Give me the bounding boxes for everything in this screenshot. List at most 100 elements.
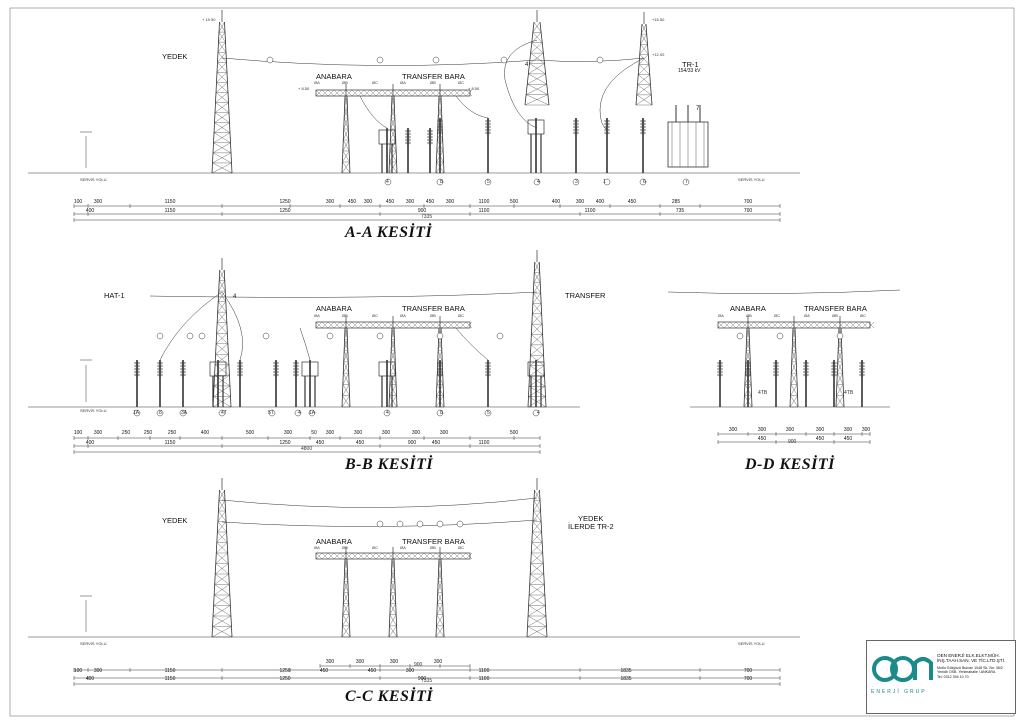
bb-drop-1 (455, 327, 489, 361)
aa-eq2-0-shed-2 (437, 125, 443, 129)
dd-eq-1-shed-1 (745, 364, 751, 368)
aa-gantry-leg-1 (388, 95, 398, 174)
bb-dim2-3: 450 (315, 440, 325, 446)
bb-eq-5-shed-1 (273, 364, 279, 368)
aa-eq2-1-shed-0 (485, 119, 491, 123)
aa-eq2-0-shed-3 (437, 128, 443, 132)
dd-dim1-0: 300 (728, 427, 738, 433)
bb-eq-0-shed-2 (134, 367, 140, 371)
bb-anabara-label: ANABARA (316, 304, 352, 313)
bb-jumper-1 (159, 291, 223, 361)
address-line-1: Mutlu Gökyüzü Bulvarı 1048 Sk. No: 36/2 (937, 665, 1003, 670)
aa-eq2-3-shed-0 (573, 119, 579, 123)
company-line-2: İNŞ.TAAH.SAN. VE TİC.LTD.ŞTİ. (937, 658, 1006, 664)
bb-eq-6-shed-0 (293, 361, 299, 365)
aa-wire-tag-4 (596, 56, 604, 64)
cc-phase-c1: ØC (372, 545, 378, 550)
bb-dim1-5: 400 (200, 430, 210, 436)
bb-eq-3-body (209, 361, 227, 377)
bb-dim1-9: 300 (325, 430, 335, 436)
bb-eq-5-shed-3 (273, 370, 279, 374)
bb-wire-tag-7 (496, 332, 504, 340)
bb-eq-9-shed-0 (437, 361, 443, 365)
dd-eq-1-shed-2 (745, 367, 751, 371)
bb-dim1-7: 300 (283, 430, 293, 436)
dd-eq-2-shed-3 (773, 370, 779, 374)
aa-gantry-leg-2 (435, 95, 445, 174)
dd-dim2-1: 450 (815, 436, 825, 442)
bb-eq-1-shed-0 (157, 361, 163, 365)
cc-dim2-2: 1250 (279, 676, 291, 682)
bb-dim2-4: 450 (355, 440, 365, 446)
cc-dims-mid: 900 (414, 662, 423, 668)
aa-anabara-label: ANABARA (316, 72, 352, 81)
cc-conductor-2 (221, 497, 538, 508)
bb-eq-2-shed-1 (180, 364, 186, 368)
dd-eq-2-shed-1 (773, 364, 779, 368)
bb-dim1-10: 300 (353, 430, 363, 436)
aa-equip-7: 6 (643, 179, 646, 185)
aa-yedek-label: YEDEK (162, 52, 188, 61)
aa-drop-2 (455, 95, 489, 119)
aa-eq2-0-shed-1 (437, 122, 443, 126)
aa-eq2-4-shed-1 (604, 122, 610, 126)
cc-dim2-0: 400 (85, 676, 95, 682)
dd-eq-0-shed-3 (717, 370, 723, 374)
cc-ilerde-label: İLERDE TR-2 (568, 522, 614, 531)
bb-equip-9: 8 (440, 410, 443, 416)
aa-equip-6: 1 (603, 179, 606, 185)
aa-eq2-4-shed-2 (604, 125, 610, 129)
cc-dim2-1: 1150 (164, 676, 176, 682)
bb-hat1-label: HAT-1 (104, 291, 125, 300)
aa-eq2-5-shed-3 (640, 128, 646, 132)
dd-eq-3-shed-1 (803, 364, 809, 368)
cc-phase-b2: ØB (430, 545, 436, 550)
aa-dim2-7: 700 (743, 208, 753, 214)
cc-wire-tag-3 (436, 520, 444, 528)
aa-equip-3: 5 (487, 179, 490, 185)
address-line-3: Tel: 0312 394 10 70 (937, 674, 969, 679)
aa-dim2-5: 1100 (584, 208, 596, 214)
bb-conductor-1 (149, 291, 538, 298)
aa-jumper-1 (504, 39, 538, 129)
dd-equip-1: 4TB (758, 390, 768, 396)
bb-dim2-1: 1150 (164, 440, 176, 446)
aa-eq-1-shed-1 (405, 132, 411, 136)
aa-phase-a1: ØA (314, 80, 320, 85)
bb-phase-c1: ØC (372, 313, 378, 318)
bb-eq-10-shed-0 (485, 361, 491, 365)
bb-equip-circle-4 (268, 409, 276, 417)
bb-equip-5: 5T (268, 410, 274, 416)
aa-equip-1: 4 (386, 179, 389, 185)
bb-eq-5-shed-2 (273, 367, 279, 371)
bb-equip-circle-6 (308, 409, 316, 417)
dd-eq-4-shed-3 (831, 370, 837, 374)
cc-dimtop-1: 300 (355, 659, 365, 665)
aa-tower-left (211, 21, 233, 174)
bb-wire-tag-6 (436, 332, 444, 340)
aa-dim1-16: 450 (627, 199, 637, 205)
aa-equip-2: 8 (440, 179, 443, 185)
aa-equip-8: r (686, 179, 688, 185)
dd-phase-b2: ØB (832, 313, 838, 318)
dd-equip-2: 4TB (844, 390, 854, 396)
cc-gantry-leg-0-lattice (341, 558, 351, 638)
cc-gantry-leg-0 (341, 558, 351, 638)
aa-eq-0-body (378, 129, 396, 145)
aa-eq-1-shed-0 (405, 129, 411, 133)
aa-drop-1 (359, 95, 388, 129)
section-title-bb: B-B KESİTİ (345, 456, 434, 473)
aa-equip-circle-4 (572, 178, 580, 186)
bb-gantry-leg-1 (388, 327, 398, 408)
cc-servis-right: SERVİS YOLU (738, 641, 765, 646)
aa-eq2-3-shed-3 (573, 128, 579, 132)
aa-dim2-0: 400 (85, 208, 95, 214)
bb-eq-9-shed-4 (437, 373, 443, 377)
bb-eq-11-body (527, 361, 545, 377)
bb-transfer-label: TRANSFER (565, 291, 606, 300)
aa-dim1-9: 450 (425, 199, 435, 205)
bb-wire-tag-3 (262, 332, 270, 340)
dd-dim1-2: 300 (785, 427, 795, 433)
bb-equip-circle-2 (179, 409, 187, 417)
